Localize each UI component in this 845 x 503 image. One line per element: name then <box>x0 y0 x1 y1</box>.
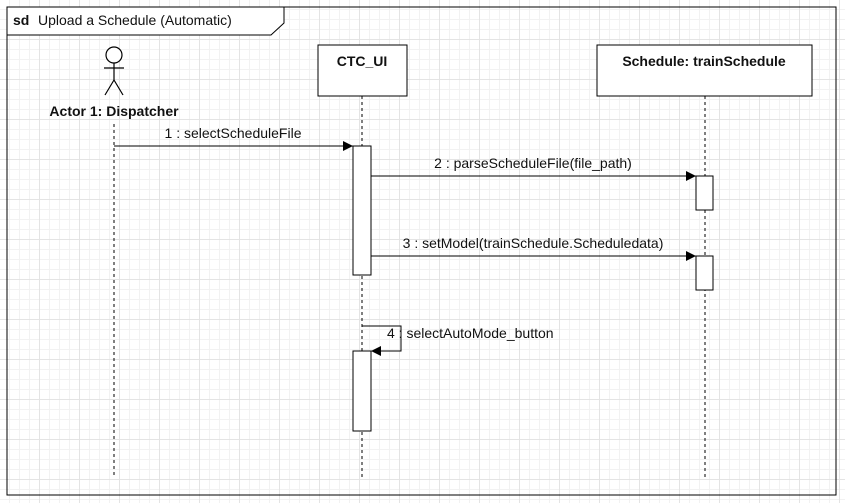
participant-box-schedule <box>596 44 813 97</box>
participant-label-ctc-ui: CTC_UI <box>337 53 388 69</box>
frame-title-tab <box>6 6 285 36</box>
frame-title: Upload a Schedule (Automatic) <box>38 12 232 28</box>
activation-ctc-ui-2 <box>352 350 372 432</box>
activation-ctc-ui-1 <box>352 145 372 276</box>
message-label-2: 2 : parseScheduleFile(file_path) <box>434 155 632 171</box>
frame-border <box>6 6 837 496</box>
message-arrow-4 <box>362 325 402 356</box>
actor-label: Actor 1: Dispatcher <box>49 103 179 119</box>
message-label-1: 1 : selectScheduleFile <box>165 125 302 141</box>
activation-schedule-2 <box>695 255 714 291</box>
frame-keyword: sd <box>13 12 29 28</box>
message-label-3: 3 : setModel(trainSchedule.Scheduledata) <box>403 235 664 251</box>
activation-schedule-1 <box>695 175 714 211</box>
actor-figure <box>104 46 124 96</box>
participant-label-schedule: Schedule: trainSchedule <box>622 53 786 69</box>
message-label-4: 4 : selectAutoMode_button <box>387 325 554 341</box>
